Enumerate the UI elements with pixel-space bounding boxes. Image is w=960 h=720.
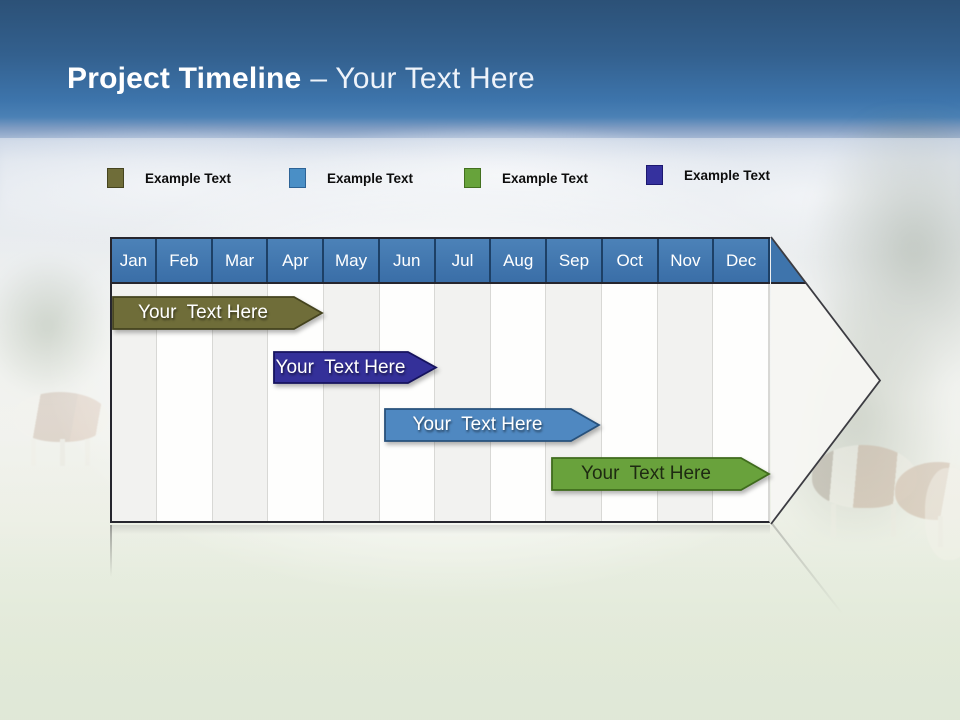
bar-arrow-shape <box>551 457 771 491</box>
legend-item: Example Text <box>107 167 231 189</box>
legend-item: Example Text <box>646 164 770 186</box>
bar-shape <box>112 296 324 330</box>
grid-column <box>435 284 491 521</box>
month-header-cell: Feb <box>157 239 213 282</box>
month-header-cell: Nov <box>659 239 715 282</box>
table-reflection-shadow <box>110 525 770 534</box>
month-header-cell: Dec <box>714 239 770 282</box>
legend-swatch <box>464 168 481 188</box>
timeline-bar-2: Your Text Here <box>273 351 438 384</box>
legend-label: Example Text <box>502 170 589 186</box>
timeline-arrow-head <box>770 236 882 525</box>
legend-swatch <box>289 168 306 188</box>
bar-label: Your Text Here <box>412 414 543 435</box>
grid-column <box>323 284 380 521</box>
month-header-cell: Apr <box>268 239 325 282</box>
month-header-cell: Sep <box>547 239 603 282</box>
bar-label: Your Text Here <box>138 302 268 323</box>
legend-item: Example Text <box>289 167 413 189</box>
grid-column <box>490 284 547 521</box>
arrow-outline <box>770 236 882 525</box>
bar-arrow-shape <box>384 408 601 442</box>
bar-shape <box>273 351 438 384</box>
legend-swatch <box>646 165 663 185</box>
grid-column <box>379 284 436 521</box>
title-main: Project Timeline <box>67 62 302 95</box>
bar-shape <box>384 408 601 442</box>
table-reflection-left-edge <box>110 525 112 577</box>
bar-shape <box>551 457 771 491</box>
bar-arrow-shape <box>112 296 324 330</box>
bar-arrow-shape <box>273 351 438 384</box>
slide-title: Project Timeline– Your Text Here <box>67 59 535 99</box>
month-header-cell: Jul <box>436 239 492 282</box>
bar-label: Your Text Here <box>581 463 711 484</box>
month-header-row: Jan Feb Mar Apr May Jun Jul Aug Sep Oct … <box>110 237 770 284</box>
legend-label: Example Text <box>327 170 414 186</box>
month-header-cell: May <box>324 239 380 282</box>
legend-label: Example Text <box>684 167 771 183</box>
month-header-cell: Oct <box>603 239 659 282</box>
arrow-body <box>771 237 880 524</box>
legend-item: Example Text <box>464 167 588 189</box>
bar-label: Your Text Here <box>275 356 406 378</box>
month-header-cell: Aug <box>491 239 548 282</box>
legend-swatch <box>107 168 124 188</box>
timeline-bar-1: Your Text Here <box>112 296 324 330</box>
legend-label: Example Text <box>145 170 232 186</box>
timeline-bar-3: Your Text Here <box>384 408 601 442</box>
month-header-cell: Jun <box>380 239 436 282</box>
timeline-bar-4: Your Text Here <box>551 457 771 491</box>
title-suffix: – Your Text Here <box>310 62 535 95</box>
month-header-cell: Jan <box>112 239 157 282</box>
month-header-cell: Mar <box>213 239 269 282</box>
